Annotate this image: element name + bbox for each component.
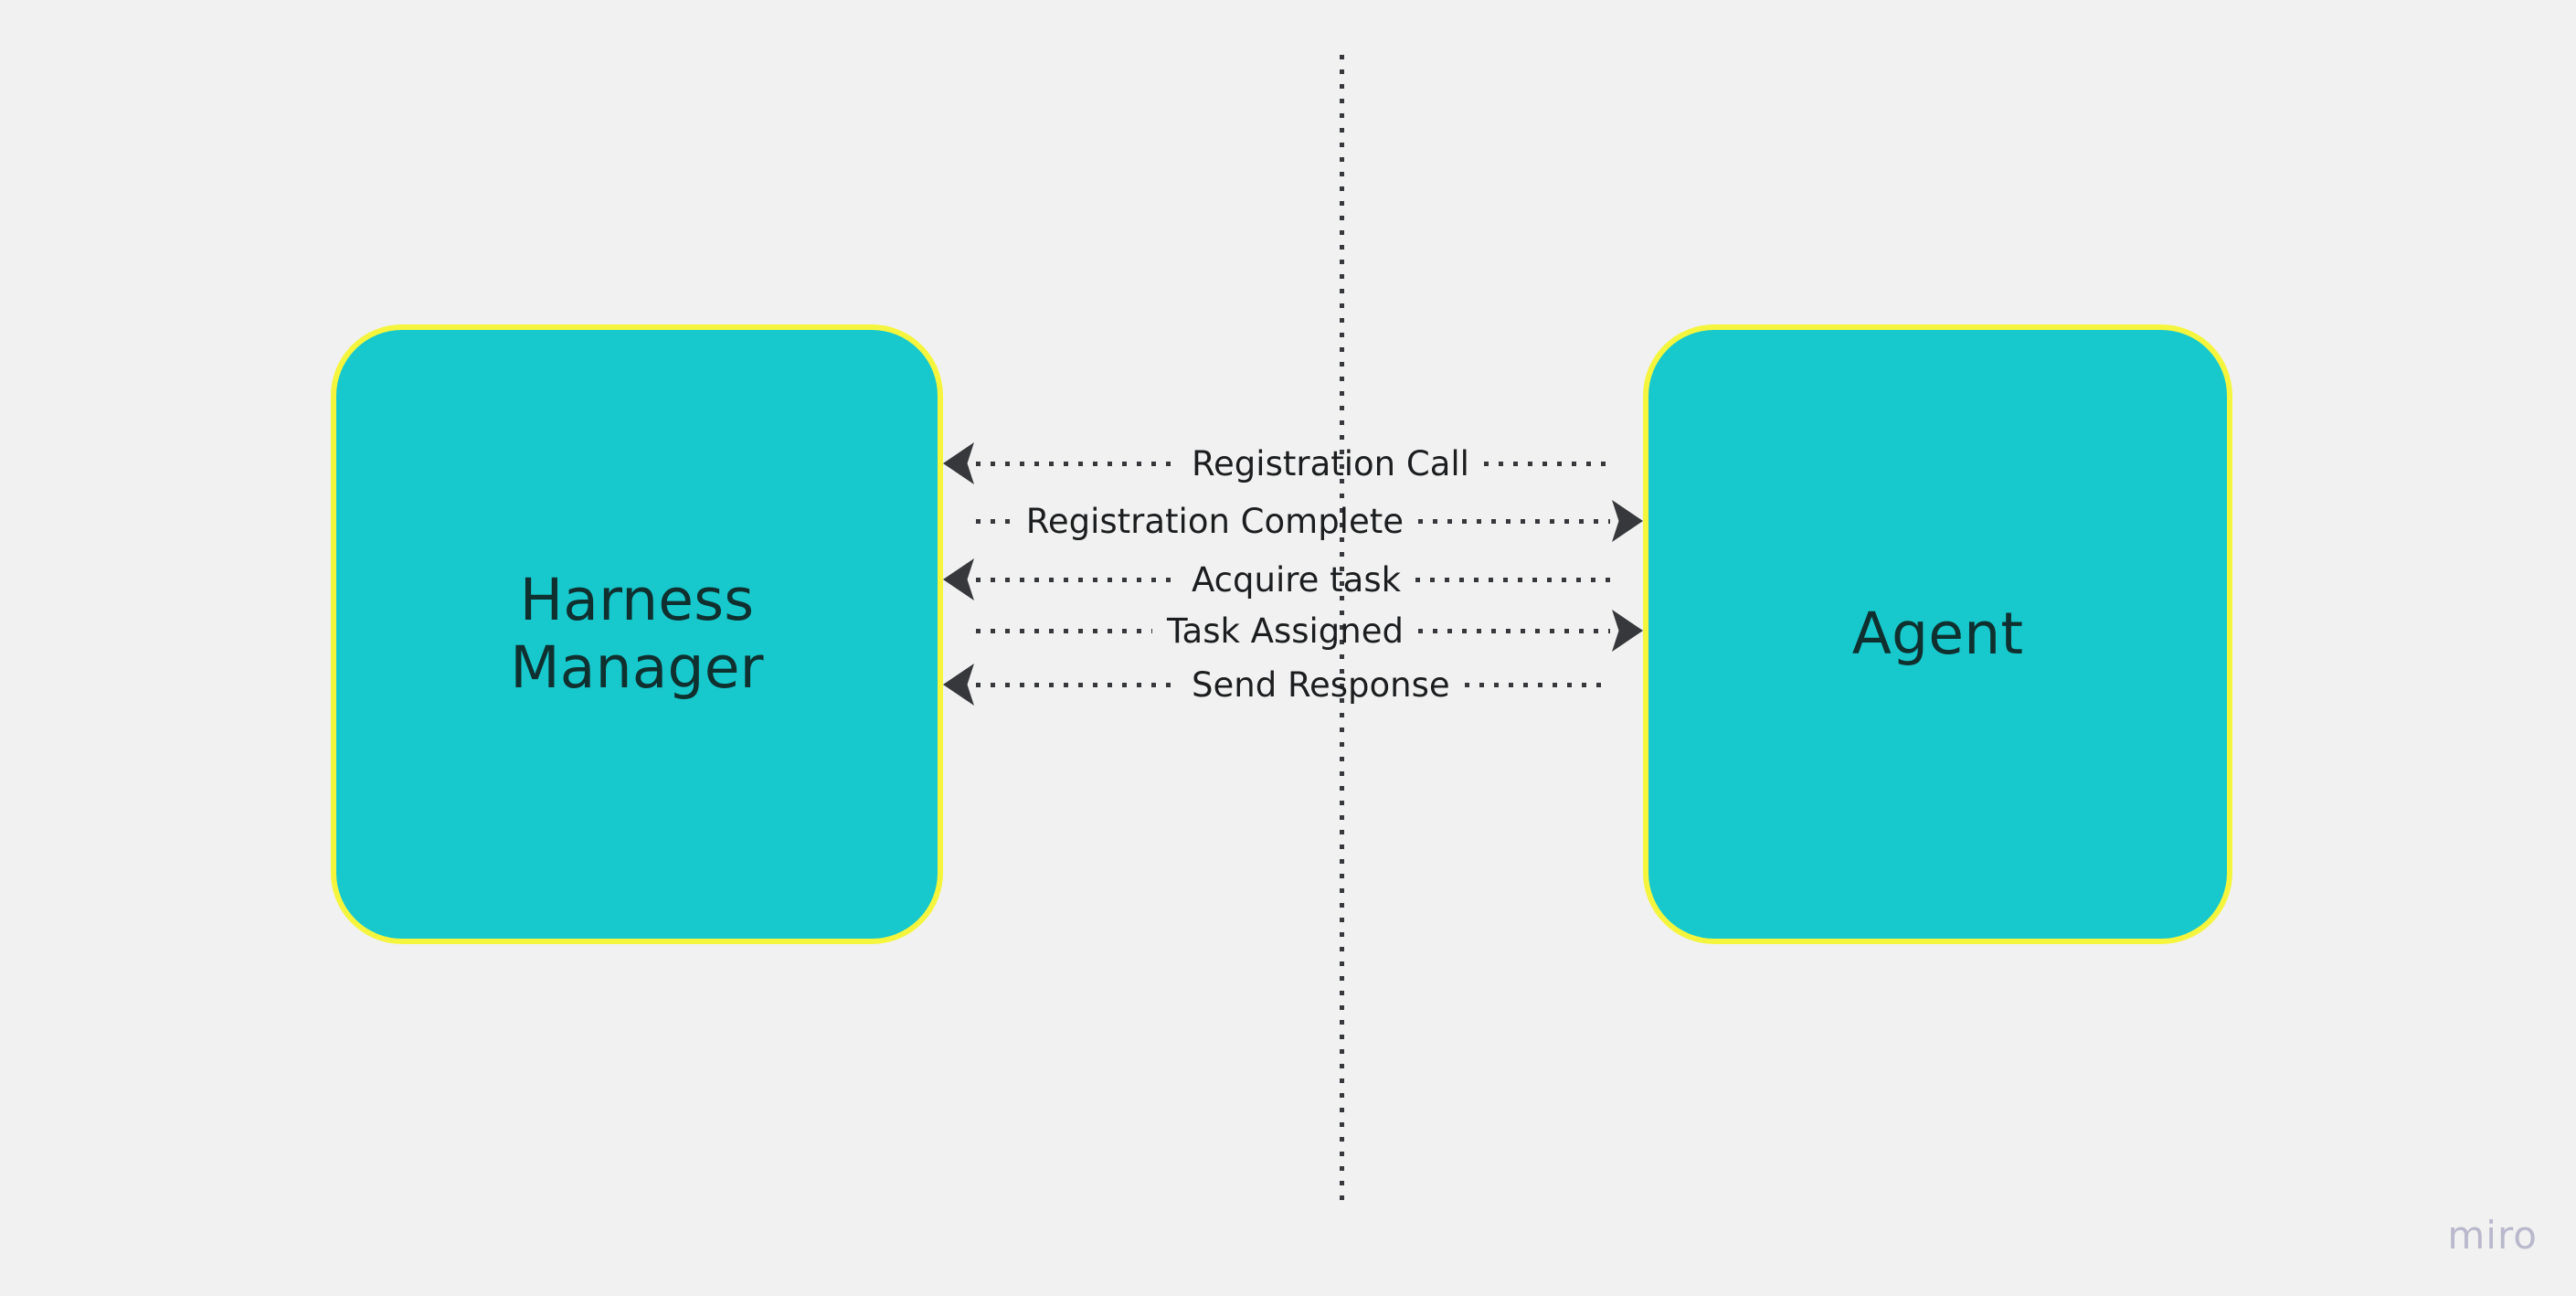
node-agent[interactable]: Agent	[1643, 324, 2232, 944]
arrow-head-right-icon	[1612, 610, 1643, 652]
dashed-line-segment	[976, 461, 1177, 466]
dashed-line-segment	[1418, 628, 1610, 633]
lifeline-divider	[1340, 55, 1344, 1205]
dashed-line-segment	[1415, 577, 1610, 582]
message-track: Registration Complete	[976, 487, 1610, 555]
message-label: Registration Call	[1192, 443, 1469, 483]
arrow-spacer	[943, 631, 976, 632]
message-task-assigned[interactable]: Task Assigned	[943, 597, 1643, 664]
dashed-line-segment	[976, 628, 1153, 633]
arrow-head-right-icon	[1612, 500, 1643, 542]
node-harness-manager-label: Harness Manager	[510, 566, 764, 701]
message-send-response[interactable]: Send Response	[943, 651, 1643, 718]
dashed-line-segment	[976, 577, 1177, 582]
node-harness-manager[interactable]: Harness Manager	[331, 324, 943, 944]
message-track: Send Response	[976, 651, 1610, 718]
dashed-line-segment	[976, 518, 1012, 524]
message-registration-call[interactable]: Registration Call	[943, 430, 1643, 497]
arrow-head-left-icon	[943, 442, 974, 484]
message-label: Task Assigned	[1167, 611, 1404, 651]
arrow-spacer	[1610, 579, 1643, 580]
node-agent-label: Agent	[1851, 600, 2024, 667]
dashed-line-segment	[976, 682, 1177, 687]
arrow-head-left-icon	[943, 558, 974, 600]
message-acquire-task[interactable]: Acquire task	[943, 546, 1643, 613]
message-label: Acquire task	[1192, 559, 1402, 600]
message-track: Task Assigned	[976, 597, 1610, 664]
dashed-line-segment	[1418, 518, 1610, 524]
message-registration-complete[interactable]: Registration Complete	[943, 487, 1643, 555]
arrow-head-left-icon	[943, 664, 974, 706]
message-track: Acquire task	[976, 546, 1610, 613]
message-label: Send Response	[1192, 664, 1450, 705]
message-track: Registration Call	[976, 430, 1610, 497]
message-label: Registration Complete	[1025, 501, 1404, 541]
arrow-spacer	[943, 521, 976, 522]
dashed-line-segment	[1483, 461, 1610, 466]
dashed-line-segment	[1464, 682, 1610, 687]
arrow-spacer	[1610, 463, 1643, 464]
miro-watermark: miro	[2447, 1213, 2538, 1258]
